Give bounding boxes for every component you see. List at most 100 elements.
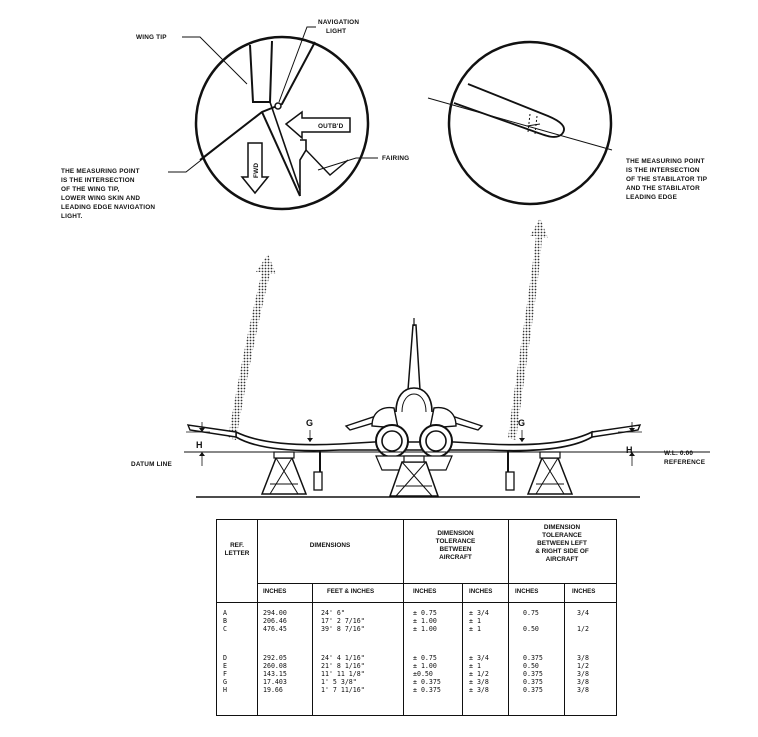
cell-lr-inches: 0.375 — [523, 654, 543, 662]
dimension-g-left: G — [306, 418, 313, 442]
wing-note-line: LOWER WING SKIN AND — [61, 195, 140, 202]
cell-tolerance-fraction: ± 1 — [469, 625, 481, 633]
cell-lr-inches: 0.50 — [523, 662, 539, 670]
cell-ref: B — [223, 617, 227, 625]
cell-lr-fraction: 3/8 — [577, 670, 589, 678]
cell-inches: 17.403 — [263, 678, 287, 686]
datum-line-label: DATUM LINE — [131, 461, 172, 468]
header-lr-line: BETWEEN LEFT — [537, 540, 587, 547]
cell-ref: D — [223, 654, 227, 662]
wing-note-line: LEADING EDGE NAVIGATION — [61, 204, 155, 211]
cell-tolerance-inches: ± 0.75 — [413, 654, 437, 662]
header-tol-line: TOLERANCE — [435, 538, 476, 545]
cell-feet-inches: 39' 8 7/16" — [321, 625, 365, 633]
cell-lr-fraction: 3/8 — [577, 678, 589, 686]
wing-measuring-note: THE MEASURING POINT IS THE INTERSECTION … — [61, 168, 155, 220]
dotted-arrow-left — [228, 254, 276, 440]
cell-tolerance-inches: ± 1.00 — [413, 625, 437, 633]
wing-tip-leader — [182, 36, 248, 85]
wing-tip-label: WING TIP — [136, 34, 167, 41]
stab-note-line: OF THE STABILATOR TIP — [626, 176, 708, 183]
cell-tolerance-fraction: ± 3/8 — [469, 686, 489, 694]
nav-light-leader — [278, 26, 316, 103]
stabilator-tip-detail-circle — [427, 40, 613, 206]
header-tol-line: DIMENSION — [437, 530, 474, 537]
wl-label-2: REFERENCE — [664, 459, 706, 466]
cell-tolerance-inches: ± 1.00 — [413, 617, 437, 625]
cell-tolerance-fraction: ± 3/8 — [469, 678, 489, 686]
cell-ref: C — [223, 625, 227, 633]
cell-feet-inches: 11' 11 1/8" — [321, 670, 365, 678]
fwd-label: FWD — [253, 163, 260, 178]
cell-lr-fraction: 3/8 — [577, 654, 589, 662]
cell-tolerance-inches: ± 0.75 — [413, 609, 437, 617]
wl-label-1: W.L. 0.00 — [664, 450, 693, 457]
cell-tolerance-fraction: ± 3/4 — [469, 654, 489, 662]
cell-inches: 260.08 — [263, 662, 287, 670]
cell-inches: 19.66 — [263, 686, 283, 694]
header-lr-line: AIRCRAFT — [545, 556, 579, 563]
subheader-inches: INCHES — [515, 588, 539, 595]
cell-inches: 143.15 — [263, 670, 287, 678]
cell-ref: A — [223, 609, 227, 617]
header-ref-line: REF. — [230, 542, 244, 549]
subheader-inches: INCHES — [469, 588, 493, 595]
subheader-inches: INCHES — [263, 588, 287, 595]
wing-note-line: LIGHT. — [61, 213, 82, 220]
cell-lr-fraction: 3/4 — [577, 609, 589, 617]
header-tol-line: AIRCRAFT — [439, 554, 472, 561]
header-tol-line: BETWEEN — [439, 546, 472, 553]
header-ref-line: LETTER — [224, 550, 250, 557]
cell-tolerance-inches: ± 1.00 — [413, 662, 437, 670]
cell-ref: H — [223, 686, 227, 694]
cell-inches: 294.00 — [263, 609, 287, 617]
stab-note-line: THE MEASURING POINT — [626, 158, 705, 165]
aircraft-front-view — [186, 318, 642, 498]
dimension-h-left: H — [186, 422, 210, 466]
cell-tolerance-fraction: ± 1/2 — [469, 670, 489, 678]
outbd-label: OUTB'D — [318, 123, 344, 130]
cell-feet-inches: 1' 5 3/8" — [321, 678, 357, 686]
cell-tolerance-inches: ±0.50 — [413, 670, 433, 678]
wing-note-line: THE MEASURING POINT — [61, 168, 140, 175]
cell-lr-fraction: 1/2 — [577, 625, 589, 633]
cell-lr-fraction: 3/8 — [577, 686, 589, 694]
cell-inches: 206.46 — [263, 617, 287, 625]
stabilator-measuring-note: THE MEASURING POINT IS THE INTERSECTION … — [626, 158, 708, 201]
cell-tolerance-inches: ± 0.375 — [413, 678, 441, 686]
cell-inches: 292.05 — [263, 654, 287, 662]
cell-lr-inches: 0.375 — [523, 678, 543, 686]
cell-ref: G — [223, 678, 227, 686]
cell-inches: 476.45 — [263, 625, 287, 633]
h-left-label: H — [196, 440, 203, 450]
subheader-feet-inches: FEET & INCHES — [327, 588, 375, 595]
fairing-leader — [317, 157, 378, 171]
dimension-h-right: H — [618, 422, 642, 466]
header-tolerance-left-right: DIMENSION TOLERANCE BETWEEN LEFT & RIGHT… — [508, 524, 616, 564]
cell-feet-inches: 24' 6" — [321, 609, 345, 617]
g-left-label: G — [306, 418, 313, 428]
header-lr-line: TOLERANCE — [542, 532, 582, 539]
dimensions-table: REF. LETTER DIMENSIONS DIMENSION TOLERAN… — [216, 519, 617, 716]
cell-tolerance-fraction: ± 1 — [469, 617, 481, 625]
cell-tolerance-inches: ± 0.375 — [413, 686, 441, 694]
cell-feet-inches: 17' 2 7/16" — [321, 617, 365, 625]
cell-lr-fraction: 1/2 — [577, 662, 589, 670]
subheader-inches: INCHES — [413, 588, 437, 595]
g-right-label: G — [518, 418, 525, 428]
stab-note-line: IS THE INTERSECTION — [626, 167, 700, 174]
wing-note-line: IS THE INTERSECTION — [61, 177, 135, 184]
header-lr-line: & RIGHT SIDE OF — [535, 548, 589, 555]
cell-ref: F — [223, 670, 227, 678]
cell-feet-inches: 21' 8 1/16" — [321, 662, 365, 670]
cell-feet-inches: 1' 7 11/16" — [321, 686, 365, 694]
cell-lr-inches: 0.50 — [523, 625, 539, 633]
wing-tip-detail-circle: OUTB'D FWD — [194, 35, 370, 211]
fairing-label: FAIRING — [382, 155, 409, 162]
cell-ref: E — [223, 662, 227, 670]
cell-lr-inches: 0.375 — [523, 670, 543, 678]
dotted-arrow-right — [508, 218, 548, 440]
navigation-label-1: NAVIGATION — [318, 19, 359, 26]
